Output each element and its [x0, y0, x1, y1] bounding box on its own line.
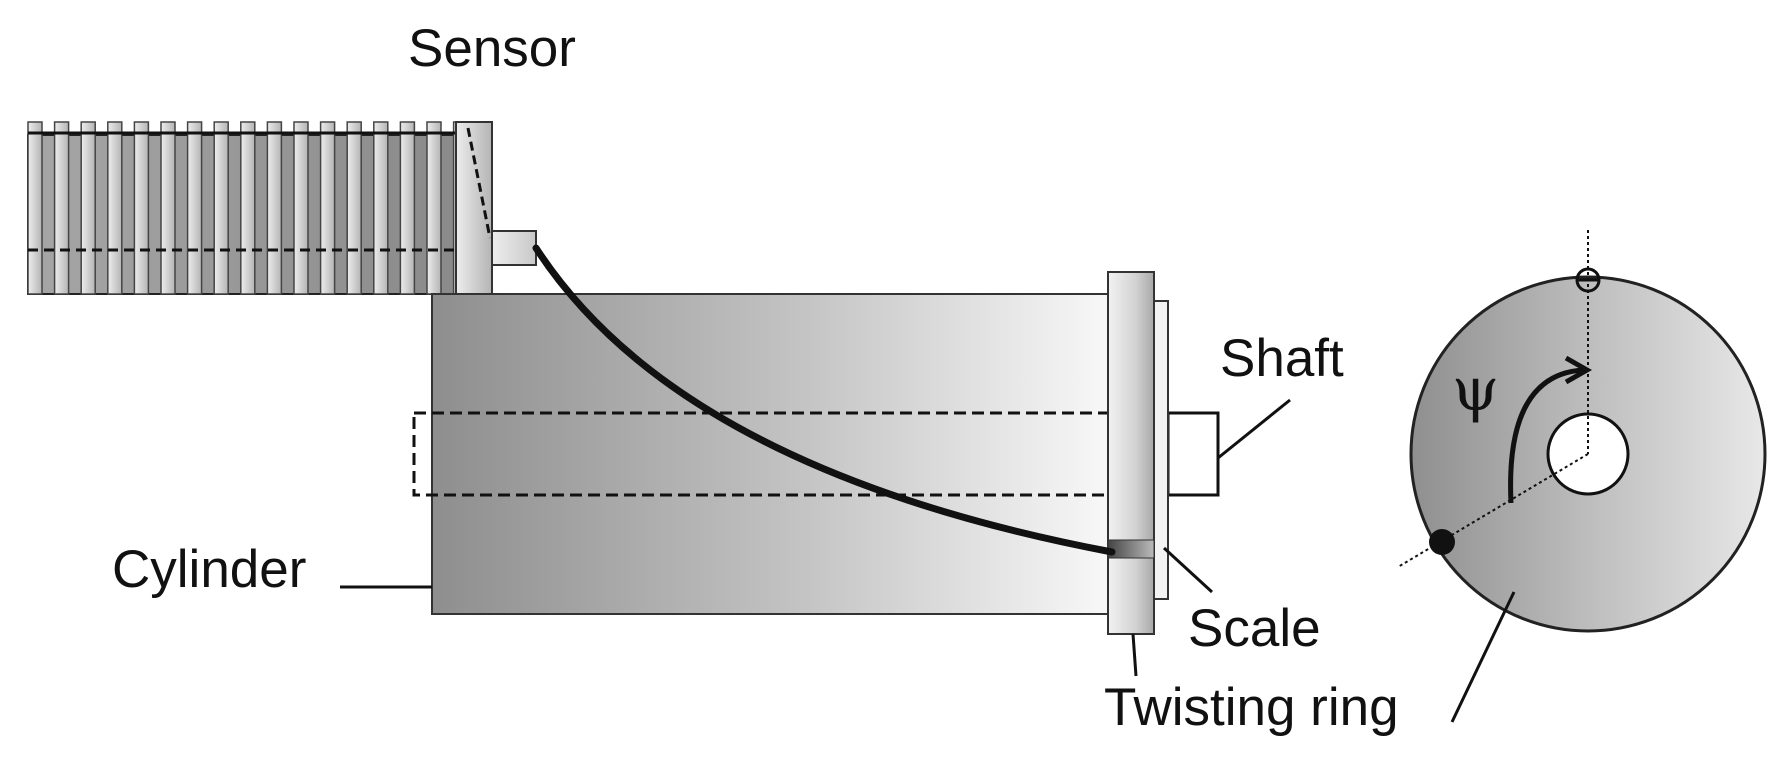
sensor-coils [27, 121, 469, 295]
label-scale: Scale [1188, 599, 1321, 658]
shaft-leader [1217, 398, 1291, 460]
sensor-connector-box [491, 230, 537, 266]
top-reference-mark [1575, 267, 1601, 293]
twisting-ring-plate [1107, 271, 1155, 635]
coil-turn [53, 121, 70, 295]
coil-turn [107, 121, 123, 295]
reference-axis-diagonal [1397, 453, 1589, 568]
rotation-arrow-icon [1508, 367, 1584, 504]
sensor [27, 121, 537, 295]
coil-turn [186, 121, 203, 295]
coil-turn [319, 121, 336, 295]
coil-turn [240, 121, 256, 295]
label-cylinder: Cylinder [112, 540, 306, 599]
twisting-ring-leader [1131, 633, 1138, 677]
coil-turn [399, 121, 416, 295]
coil-turn [266, 121, 283, 295]
coil-turn [373, 121, 389, 295]
cylinder [431, 293, 1111, 615]
coil-turn [426, 121, 442, 295]
sensor-fiber [532, 244, 1116, 556]
scale-mark [1107, 539, 1155, 559]
coil-turn [160, 121, 176, 295]
coil-turn [346, 121, 362, 295]
coil-turn [80, 121, 96, 295]
coil-turn [27, 121, 43, 295]
disc-leader [1450, 591, 1516, 723]
marker-dot-icon [1429, 529, 1455, 555]
coil-turn [293, 121, 309, 295]
sensor-end-rod [455, 121, 493, 295]
coil-turn [213, 121, 229, 295]
sensor-pointer-dashed [466, 127, 492, 239]
label-twisting-ring: Twisting ring [1104, 678, 1399, 737]
shaft-end [1166, 411, 1220, 497]
coil-turn [133, 121, 150, 295]
label-shaft: Shaft [1220, 329, 1344, 388]
scale [1153, 300, 1169, 600]
rotation-arrowhead [1564, 355, 1593, 385]
twisting-ring [1107, 271, 1155, 635]
scale-leader [1162, 546, 1214, 594]
leader-lines [340, 398, 1516, 723]
label-sensor: Sensor [408, 19, 576, 78]
psi-symbol: ψ [1452, 355, 1499, 425]
cross-section: ψ [1397, 230, 1767, 633]
